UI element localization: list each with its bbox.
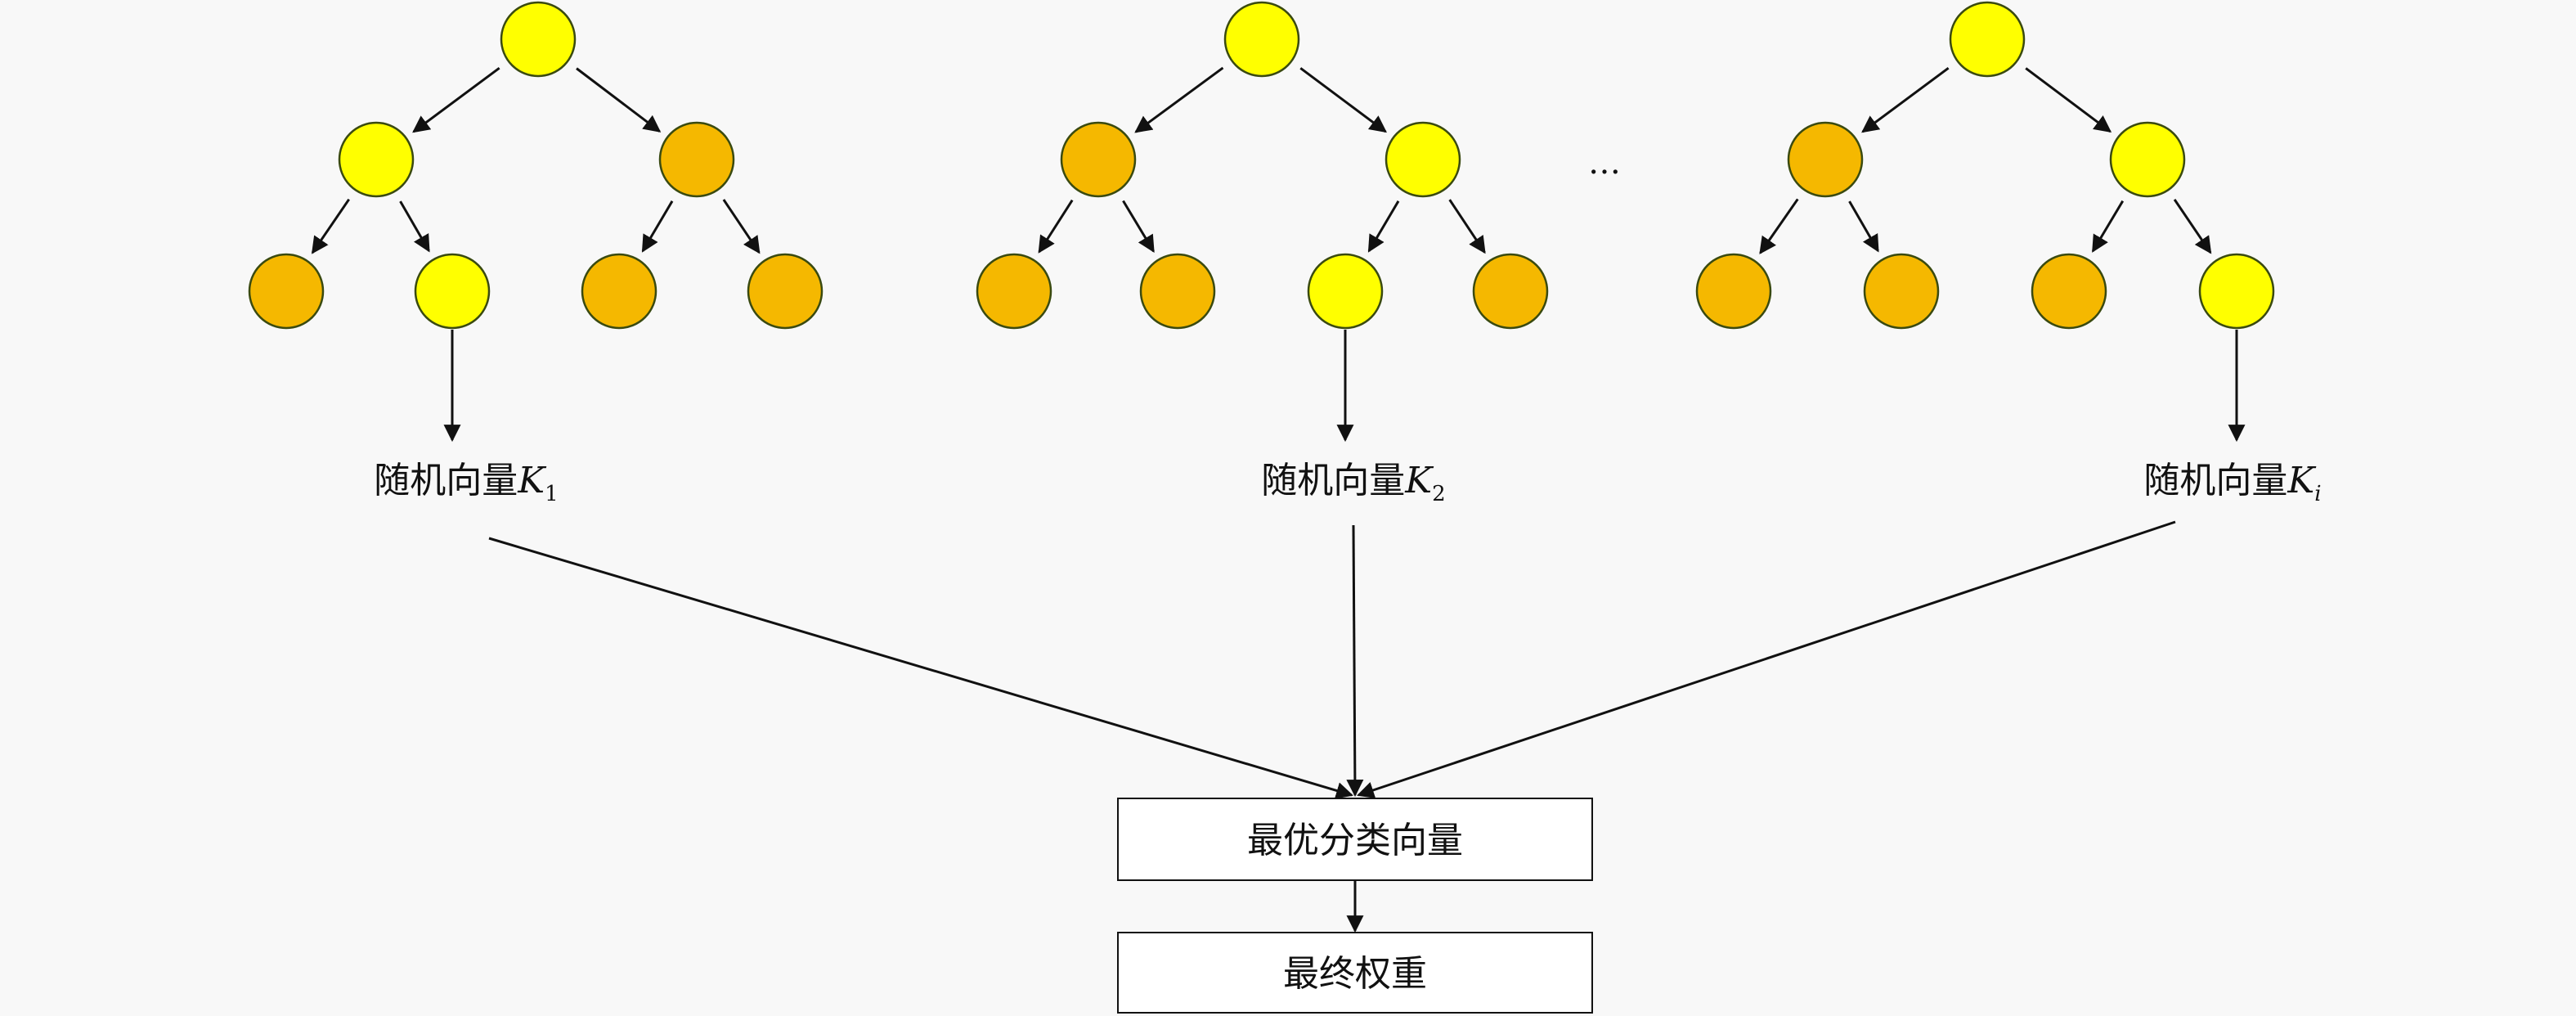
tree-edge-arrow [2025, 67, 2112, 133]
random-vector-symbol: K [1404, 460, 1434, 501]
random-vector-prefix: 随机向量 [374, 460, 518, 501]
random-vector-label: 随机向量K2 [1261, 460, 1445, 506]
tree-leaf-node [747, 253, 824, 330]
tree-internal-node [1384, 121, 1461, 198]
tree-leaf-node [1307, 253, 1384, 330]
final-weight-box: 最终权重 [1117, 932, 1593, 1014]
best-classifier-box: 最优分类向量 [1117, 798, 1593, 881]
tree-edge-arrow [1759, 198, 1799, 254]
random-vector-prefix: 随机向量 [2143, 460, 2287, 501]
vector-to-best-arrow [488, 537, 1354, 799]
tree-edges [311, 66, 2246, 443]
tree-nodes [248, 1, 2275, 330]
tree-root-node [1223, 1, 1300, 78]
tree-edge-arrow [1367, 200, 1400, 253]
tree-edge-arrow [1848, 200, 1879, 253]
ellipsis-text: … [1588, 144, 1621, 182]
final-weight-text: 最终权重 [1283, 953, 1427, 995]
tree-internal-node [658, 121, 735, 198]
tree-leaf-node [976, 253, 1052, 330]
tree-edge-arrow [1134, 66, 1224, 133]
random-vector-subscript: i [2314, 482, 2321, 506]
random-vector-label: 随机向量Ki [2143, 460, 2321, 506]
tree-leaf-node [414, 253, 491, 330]
tree-internal-node [338, 121, 415, 198]
tree-internal-node [1060, 121, 1137, 198]
random-vector-prefix: 随机向量 [1261, 460, 1405, 501]
best-classifier-text: 最优分类向量 [1247, 820, 1463, 861]
tree-edge-arrow [412, 66, 500, 133]
tree-edge-arrow [399, 200, 430, 253]
tree-edge-arrow [1861, 66, 1950, 133]
tree-leaf-node [1139, 253, 1216, 330]
tree-edge-arrow [311, 198, 350, 254]
random-vector-symbol: K [2287, 460, 2316, 501]
converging-arrows [488, 520, 2176, 799]
tree-leaf-node [2198, 253, 2275, 330]
tree-edge-arrow [2091, 200, 2125, 253]
tree-edge-arrow [1299, 67, 1387, 133]
random-vector-symbol: K [517, 460, 546, 501]
tree-edge-arrow [722, 199, 761, 254]
tree-leaf-node [248, 253, 325, 330]
tree-root-node [1949, 1, 2026, 78]
vector-to-best-arrow [1357, 520, 2176, 798]
tree-leaf-node [2031, 253, 2107, 330]
tree-leaf-node [1863, 253, 1940, 330]
tree-leaf-node [1695, 253, 1772, 330]
vector-to-best-arrow [1346, 524, 1364, 798]
tree-leaf-node [1472, 253, 1549, 330]
tree-internal-node [2109, 121, 2186, 198]
tree-edge-arrow [641, 200, 674, 253]
tree-edge-arrow [1122, 200, 1155, 253]
tree-edge-arrow [1038, 199, 1074, 254]
random-vector-subscript: 1 [545, 482, 559, 506]
random-vector-subscript: 2 [1432, 482, 1446, 506]
tree-edge-arrow [576, 67, 662, 133]
tree-leaf-node [581, 253, 657, 330]
tree-edge-arrow [2173, 199, 2212, 254]
tree-internal-node [1787, 121, 1864, 198]
tree-edge-arrow [1448, 199, 1486, 254]
tree-root-node [500, 1, 577, 78]
random-vector-label: 随机向量K1 [374, 460, 558, 506]
